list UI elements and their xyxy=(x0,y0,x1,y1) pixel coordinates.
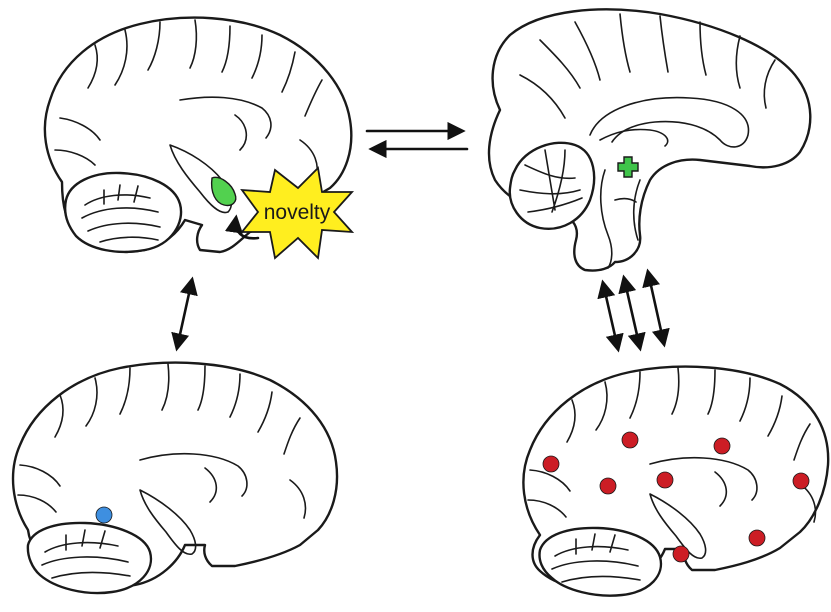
brain-top-right-corpus-callosum xyxy=(589,96,750,148)
cortex-dot xyxy=(621,431,639,449)
midbrain-highlight xyxy=(617,156,639,178)
arrows xyxy=(171,121,670,353)
brain-bottom-left-cerebellum xyxy=(26,521,153,595)
novelty-burst: novelty xyxy=(240,166,355,260)
brain-bottom-left-hippocampus-outline xyxy=(139,489,197,556)
cortex-dot xyxy=(672,545,690,563)
cortex-dot xyxy=(542,455,560,473)
brain-top-left-hippocampus-outline xyxy=(169,144,233,214)
arrow-icon xyxy=(171,276,198,352)
brain-bottom-right-hippocampus-outline xyxy=(649,493,707,560)
brain-top-right-outline xyxy=(487,8,812,272)
arrow-icon xyxy=(618,274,646,352)
brain-bottom-right xyxy=(522,365,830,597)
cortex-dot xyxy=(599,477,617,495)
cortex-dot xyxy=(792,472,810,490)
arrow-icon xyxy=(642,268,670,348)
cortex-dot xyxy=(748,529,766,547)
novelty-to-hippocampus-arrow xyxy=(224,214,260,240)
cortex-dot xyxy=(713,437,731,455)
brain-top-right-brainstem xyxy=(599,169,613,269)
novelty-label: novelty xyxy=(264,201,331,224)
brain-top-left-cerebellum xyxy=(63,171,183,254)
brain-bottom-left xyxy=(11,361,339,595)
starburst-icon xyxy=(240,166,355,260)
single-activation-dot xyxy=(95,506,113,524)
brain-top-right-cerebellum xyxy=(508,141,596,230)
brain-top-right xyxy=(487,8,812,272)
hippocampus-highlight xyxy=(210,176,237,207)
cortex-dots xyxy=(542,431,810,563)
arrow-icon xyxy=(597,279,624,353)
cortex-dot xyxy=(656,471,674,489)
